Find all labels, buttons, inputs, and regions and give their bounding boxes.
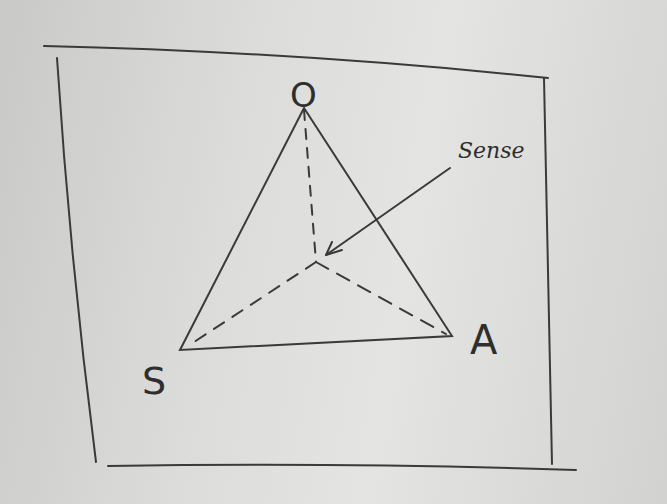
- vertex-label: O: [290, 78, 317, 112]
- dashed-line: [316, 262, 446, 334]
- leader-line: [326, 168, 450, 255]
- frame-bottom: [108, 465, 576, 470]
- vertex-label: S: [142, 362, 166, 400]
- dashed-line: [304, 110, 316, 262]
- frame-top: [44, 46, 548, 78]
- vertex-label: A: [470, 320, 497, 360]
- dashed-line: [188, 262, 316, 346]
- frame-left: [57, 58, 96, 462]
- leader-head: [326, 242, 342, 255]
- frame-right: [544, 78, 552, 464]
- triangle: [180, 108, 452, 350]
- callout-label: Sense: [458, 140, 525, 162]
